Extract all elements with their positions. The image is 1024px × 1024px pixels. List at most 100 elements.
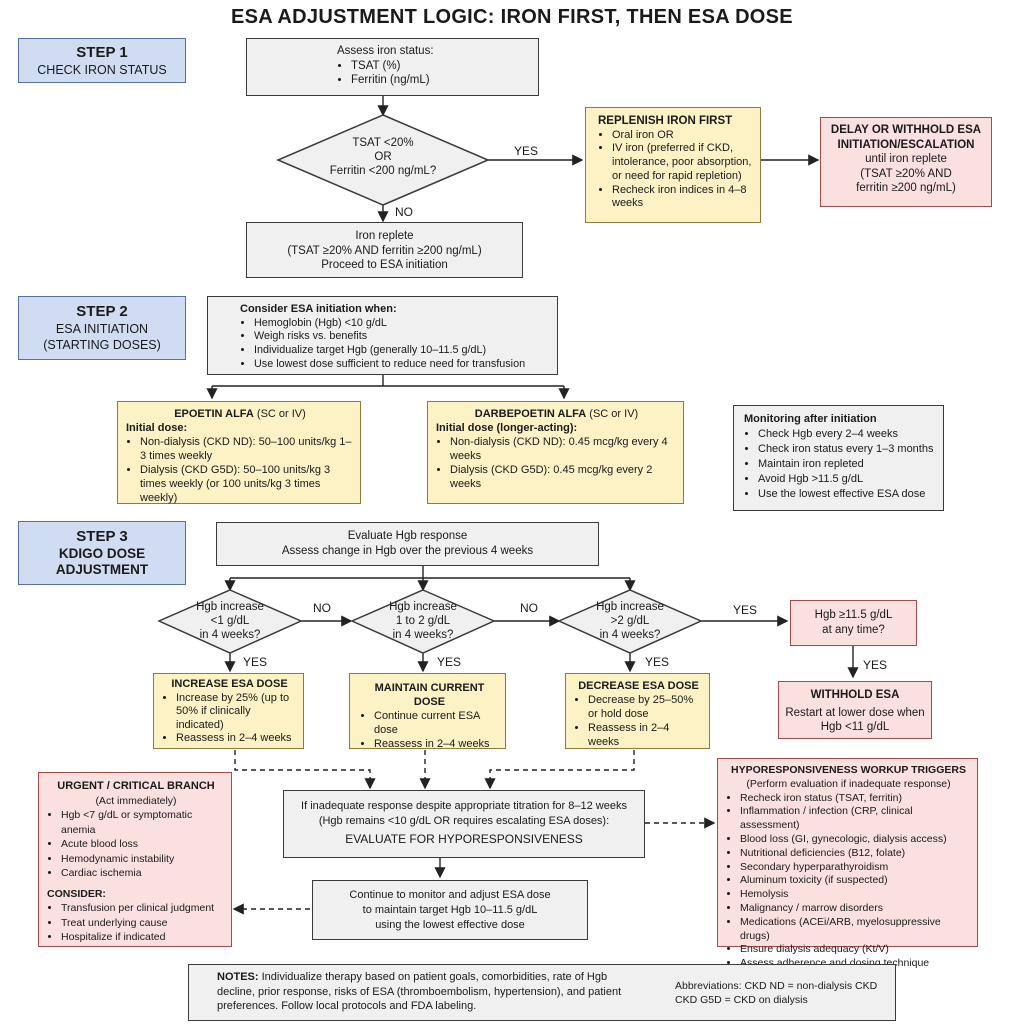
replenish-iron-item: Oral iron OR — [612, 129, 754, 143]
iron-replete-line: Iron replete — [355, 230, 414, 242]
replenish-iron-item: IV iron (preferred if CKD, intolerance, … — [612, 142, 754, 183]
maintain-dose-box: MAINTAIN CURRENT DOSE Continue current E… — [349, 673, 506, 751]
step-1-sub: CHECK IRON STATUS — [37, 63, 167, 77]
esa-initiation-box: Consider ESA initiation when: Hemoglobin… — [207, 296, 558, 375]
assess-iron-item: Ferritin (ng/mL) — [351, 73, 538, 88]
urgent-consider-item: Transfusion per clinical judgment — [61, 901, 225, 916]
maintain-dose-item: Continue current ESA dose — [374, 709, 499, 737]
decision-1-line: in 4 weeks? — [199, 629, 261, 641]
hyporesponsiveness-line: (Hgb remains <10 g/dL OR requires escala… — [318, 815, 610, 827]
workup-trigger-item: Inflammation / infection (CRP, clinical … — [740, 805, 971, 833]
decision-1-no-label: NO — [313, 601, 331, 615]
epoetin-title: EPOETIN ALFA — [174, 408, 254, 420]
epoetin-box: EPOETIN ALFA (SC or IV) Initial dose: No… — [117, 401, 361, 504]
delay-esa-title: DELAY OR WITHHOLD ESA INITIATION/ESCALAT… — [830, 124, 982, 151]
urgent-title: URGENT / CRITICAL BRANCH — [57, 780, 215, 792]
workup-trigger-item: Malignancy / marrow disorders — [740, 902, 971, 916]
decrease-dose-box: DECREASE ESA DOSE Decrease by 25–50% or … — [565, 673, 710, 749]
hyporesponsiveness-line: If inadequate response despite appropria… — [301, 800, 627, 812]
increase-dose-title: INCREASE ESA DOSE — [171, 678, 288, 690]
step-2-sub: ESA INITIATION (STARTING DOSES) — [43, 322, 161, 352]
continue-monitor-line: using the lowest effective dose — [375, 919, 525, 931]
workup-trigger-item: Aluminum toxicity (if suspected) — [740, 874, 971, 888]
increase-dose-item: Increase by 25% (up to 50% if clinically… — [176, 692, 297, 733]
iron-decision-diamond — [276, 114, 490, 206]
iron-decision-line: TSAT <20% — [352, 137, 414, 149]
epoetin-sub: Initial dose: — [126, 422, 188, 434]
decision-3-text: Hgb increase >2 g/dL in 4 weeks? — [580, 600, 680, 642]
esa-initiation-item: Weigh risks vs. benefits — [254, 330, 551, 344]
workup-trigger-item: Medications (ACEi/ARB, myelosuppressive … — [740, 916, 971, 944]
decision-2-line: in 4 weeks? — [392, 629, 454, 641]
step-1-heading: STEP 1 — [76, 44, 128, 61]
delay-esa-line: until iron replete — [865, 153, 947, 165]
replenish-iron-box: REPLENISH IRON FIRST Oral iron OR IV iro… — [585, 107, 761, 223]
monitoring-item: Check iron status every 1–3 months — [758, 442, 937, 457]
assess-iron-box: Assess iron status: TSAT (%) Ferritin (n… — [246, 38, 539, 96]
epoetin-route: (SC or IV) — [256, 408, 306, 420]
urgent-item: Hemodynamic instability — [61, 852, 225, 867]
decision-1-line: Hgb increase — [196, 601, 264, 613]
decision-diamond-2 — [350, 589, 496, 654]
urgent-consider-item: Hospitalize if indicated — [61, 930, 225, 945]
delay-esa-box: DELAY OR WITHHOLD ESA INITIATION/ESCALAT… — [820, 117, 992, 207]
withhold-esa-title: WITHHOLD ESA — [810, 689, 900, 701]
step-2-label: STEP 2 ESA INITIATION (STARTING DOSES) — [18, 296, 186, 360]
workup-trigger-item: Recheck iron status (TSAT, ferritin) — [740, 792, 971, 806]
epoetin-item: Non-dialysis (CKD ND): 50–100 units/kg 1… — [140, 435, 354, 463]
decision-2-no-label: NO — [520, 601, 538, 615]
decision-3-line: Hgb increase — [596, 601, 664, 613]
decision-3-line: in 4 weeks? — [599, 629, 661, 641]
notes-text: Individualize therapy based on patient g… — [217, 971, 622, 1012]
workup-triggers-sub: (Perform evaluation if inadequate respon… — [746, 777, 951, 790]
decision-2-text: Hgb increase 1 to 2 g/dL in 4 weeks? — [373, 600, 473, 642]
esa-initiation-title: Consider ESA initiation when: — [240, 303, 397, 315]
maintain-dose-title: MAINTAIN CURRENT DOSE — [374, 682, 485, 708]
iron-no-label: NO — [395, 205, 413, 219]
workup-trigger-item: Blood loss (GI, gynecologic, dialysis ac… — [740, 833, 971, 847]
decision-diamond-3 — [557, 589, 703, 654]
hgb-high-check-box: Hgb ≥11.5 g/dL at any time? — [790, 600, 917, 646]
urgent-item: Acute blood loss — [61, 837, 225, 852]
replenish-iron-item: Recheck iron indices in 4–8 weeks — [612, 184, 754, 212]
hgb-high-check-line: at any time? — [822, 623, 885, 636]
notes-abbreviation: Abbreviations: CKD ND = non-dialysis CKD — [675, 980, 878, 992]
iron-decision-text: TSAT <20% OR Ferritin <200 ng/mL? — [298, 136, 468, 178]
workup-trigger-item: Nutritional deficiencies (B12, folate) — [740, 847, 971, 861]
step-3-sub: KDIGO DOSE ADJUSTMENT — [55, 546, 149, 577]
step-3-label: STEP 3 KDIGO DOSE ADJUSTMENT — [18, 521, 186, 585]
iron-yes-label: YES — [514, 144, 539, 158]
step-1-label: STEP 1 CHECK IRON STATUS — [18, 38, 186, 83]
decision-2-yes-label: YES — [437, 655, 462, 669]
replenish-iron-title: REPLENISH IRON FIRST — [598, 115, 733, 127]
assess-iron-title: Assess iron status: — [337, 45, 434, 57]
assess-iron-item: TSAT (%) — [351, 59, 538, 74]
withhold-esa-line: Hgb <11 g/dL — [820, 721, 890, 733]
decrease-dose-item: Decrease by 25–50% or hold dose — [588, 693, 703, 721]
hyporesponsiveness-box: If inadequate response despite appropria… — [283, 790, 645, 858]
hyporesponsiveness-title: EVALUATE FOR HYPORESPONSIVENESS — [345, 832, 583, 846]
iron-decision-line: Ferritin <200 ng/mL? — [329, 165, 437, 177]
esa-initiation-item: Hemoglobin (Hgb) <10 g/dL — [254, 317, 551, 331]
delay-esa-line: ferritin ≥200 ng/mL) — [856, 182, 956, 194]
delay-esa-line: (TSAT ≥20% AND — [860, 167, 952, 180]
continue-monitor-line: to maintain target Hgb 10–11.5 g/dL — [362, 904, 538, 916]
decrease-dose-item: Reassess in 2–4 weeks — [588, 721, 703, 749]
increase-dose-item: Reassess in 2–4 weeks — [176, 732, 297, 746]
urgent-branch-box: URGENT / CRITICAL BRANCH (Act immediatel… — [38, 772, 232, 947]
hgb-check-yes-label: YES — [863, 658, 888, 672]
urgent-consider-item: Treat underlying cause — [61, 916, 225, 931]
darbepoetin-title: DARBEPOETIN ALFA — [474, 408, 587, 420]
workup-trigger-item: Secondary hyperparathyroidism — [740, 861, 971, 875]
decision-3-line: >2 g/dL — [610, 615, 650, 627]
monitoring-item: Avoid Hgb >11.5 g/dL — [758, 472, 937, 487]
darbepoetin-route: (SC or IV) — [589, 408, 639, 420]
monitoring-item: Use the lowest effective ESA dose — [758, 487, 937, 502]
urgent-item: Cardiac ischemia — [61, 866, 225, 881]
page-title: ESA ADJUSTMENT LOGIC: IRON FIRST, THEN E… — [231, 6, 793, 28]
darbepoetin-box: DARBEPOETIN ALFA (SC or IV) Initial dose… — [427, 401, 684, 504]
decision-2-line: 1 to 2 g/dL — [395, 615, 451, 627]
step-3-heading: STEP 3 — [76, 528, 128, 545]
maintain-dose-item: Reassess in 2–4 weeks — [374, 737, 499, 751]
iron-replete-line: (TSAT ≥20% AND ferritin ≥200 ng/mL) — [287, 244, 482, 257]
